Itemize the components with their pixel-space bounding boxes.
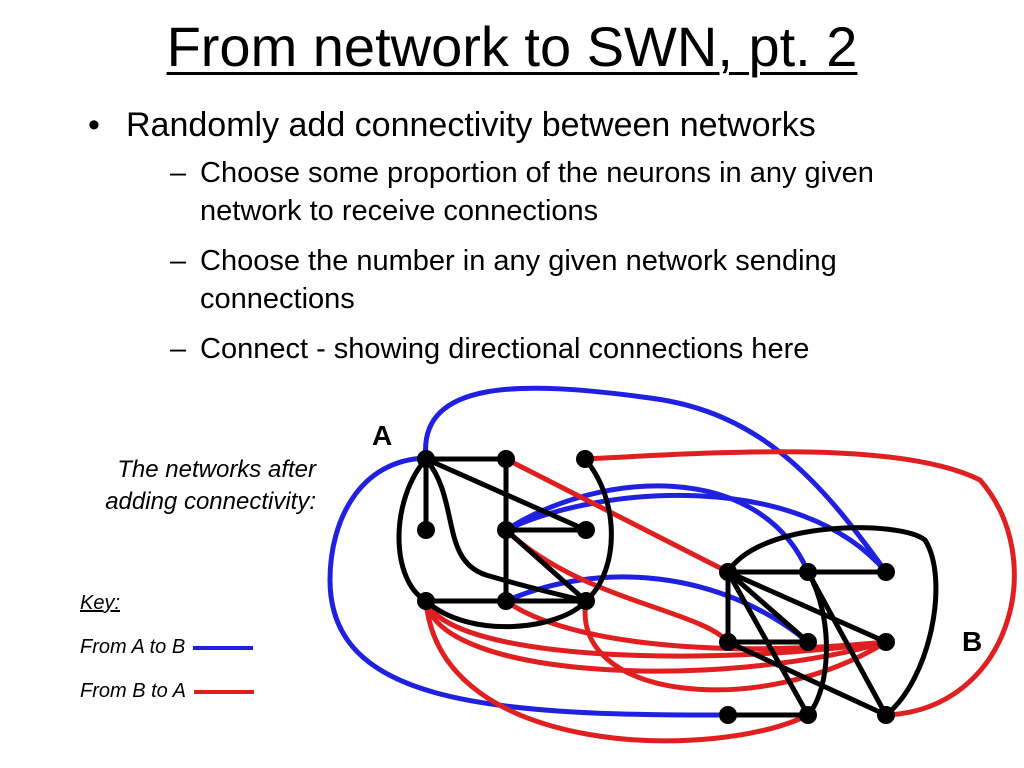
legend-swatch-red (193, 689, 254, 694)
red-link-to-b-right (582, 598, 889, 693)
node-a9 (577, 592, 595, 610)
sub-bullet-3: Connect - showing directional connection… (170, 330, 960, 368)
legend-swatch-blue (193, 645, 254, 650)
blue-link-mid-1 (503, 483, 811, 575)
blue-link-mid-2 (503, 493, 889, 575)
diagram-caption: The networks after adding connectivity: (40, 454, 316, 518)
node-b3 (877, 563, 895, 581)
node-a4 (417, 521, 435, 539)
main-bullet: Randomly add connectivity between networ… (88, 104, 988, 146)
node-b6 (877, 633, 895, 651)
node-a7 (417, 592, 435, 610)
node-b9 (877, 706, 895, 724)
legend-label-a-to-b: From A to B (80, 636, 186, 658)
node-a2 (497, 450, 515, 468)
sub-bullet-2: Choose the number in any given network s… (170, 242, 960, 318)
node-a5 (497, 521, 515, 539)
node-b1 (719, 563, 737, 581)
caption-line-1: The networks after (117, 456, 316, 483)
a-edge-10 (582, 456, 614, 604)
node-a8 (497, 592, 515, 610)
node-a1 (417, 450, 435, 468)
b-edge-5 (725, 569, 889, 645)
network-a-label: A (372, 420, 393, 451)
network-b-label: B (962, 626, 983, 657)
legend-row-b-to-a: From B to A (80, 678, 254, 704)
node-a3 (576, 450, 594, 468)
caption-line-2: adding connectivity: (105, 488, 316, 515)
legend-title: Key: (80, 592, 121, 614)
network-b-nodes (719, 563, 895, 724)
red-link-bottom-outer (423, 598, 811, 744)
sub-bullet-1: Choose some proportion of the neurons in… (170, 154, 960, 230)
red-link-bottom-1 (423, 598, 889, 674)
node-b7 (719, 706, 737, 724)
slide-title: From network to SWN, pt. 2 (166, 15, 858, 78)
node-b4 (719, 633, 737, 651)
b-edge-3 (725, 569, 811, 645)
red-link-diagonal (503, 456, 731, 575)
a-edge-4 (423, 456, 589, 604)
node-b5 (799, 633, 817, 651)
network-a-nodes (417, 450, 595, 610)
a-edge-7 (503, 527, 589, 604)
red-link-top-outer (582, 449, 1017, 718)
bullet-list: Randomly add connectivity between networ… (88, 104, 988, 368)
legend-label-b-to-a: From B to A (80, 680, 186, 702)
blue-link-low (503, 574, 811, 645)
legend: Key: From A to B From B to A (80, 590, 254, 722)
b-edge-9 (725, 639, 889, 718)
node-b2 (799, 563, 817, 581)
blue-link-outer-loop (327, 455, 731, 718)
network-b-edges (725, 525, 939, 718)
legend-row-a-to-b: From A to B (80, 634, 254, 660)
b-edge-10 (725, 525, 939, 718)
blue-link-top-arc (423, 385, 889, 575)
node-b8 (799, 706, 817, 724)
node-a6 (577, 521, 595, 539)
b-edge-11 (805, 569, 829, 718)
